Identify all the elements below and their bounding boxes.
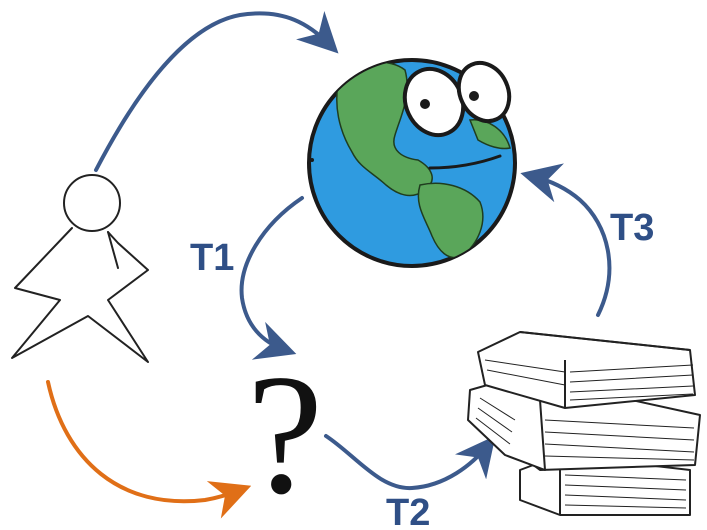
question-mark: ? <box>247 340 323 530</box>
person-stick-figure-icon <box>11 174 149 363</box>
label-t2: T2 <box>386 492 430 530</box>
arrow-t1 <box>239 196 304 360</box>
label-t1: T1 <box>190 237 234 279</box>
globe-with-eyes-icon <box>307 58 517 268</box>
arrow-person-to-question <box>46 380 252 519</box>
arrow-t2 <box>324 434 496 491</box>
arrow-t3 <box>520 163 612 317</box>
label-t3: T3 <box>610 207 654 249</box>
book-stack-icon <box>467 331 701 516</box>
arrow-person-to-globe <box>94 11 339 172</box>
